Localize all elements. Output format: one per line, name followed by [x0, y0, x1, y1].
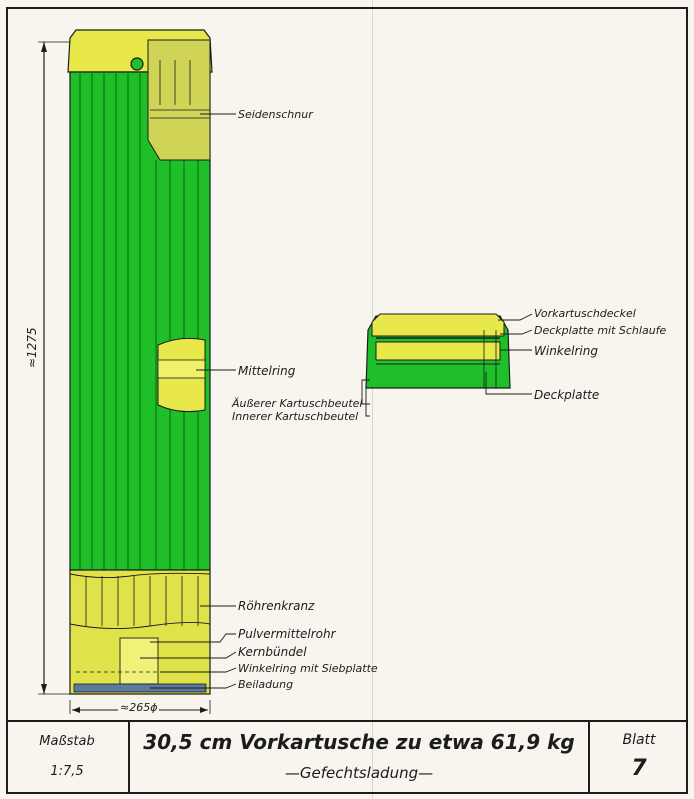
label-pulvermittelrohr: Pulvermittelrohr	[238, 627, 336, 641]
length-dimension-line	[38, 41, 72, 695]
drawing-title: 30,5 cm Vorkartusche zu etwa 61,9 kg	[143, 730, 575, 754]
tube-ring-section	[69, 569, 211, 695]
drawing-frame	[6, 7, 688, 794]
title-cell: 30,5 cm Vorkartusche zu etwa 61,9 kg —Ge…	[130, 722, 590, 794]
scale-cell: Maßstab 1:7,5	[6, 722, 130, 794]
main-leader-lines	[140, 113, 237, 689]
top-cutaway	[147, 39, 211, 161]
label-kernbuendel: Kernbündel	[238, 645, 307, 659]
diameter-dimension-line	[69, 700, 211, 714]
cover-plate	[375, 341, 501, 361]
small-precartridge	[365, 313, 511, 389]
label-deckplatte-schlaufe: Deckplatte mit Schlaufe	[534, 324, 667, 337]
label-aeusserer-kartuschbeutel: Äußerer Kartuschbeutel	[232, 397, 363, 410]
small-leader-lines	[361, 313, 533, 417]
length-dimension-label: ≈1275	[25, 327, 39, 368]
main-cartridge	[67, 29, 213, 695]
label-mittelring: Mittelring	[238, 364, 296, 378]
sheet-cell: Blatt 7	[590, 722, 688, 794]
paper-fold-line	[372, 0, 373, 799]
loop-ring	[130, 57, 144, 71]
label-winkelring-siebplatte: Winkelring mit Siebplatte	[238, 662, 378, 675]
drawing-subtitle: —Gefechtsladung—	[284, 764, 434, 782]
label-roehrenkranz: Röhrenkranz	[238, 599, 315, 613]
diameter-dimension-label: ≈265ϕ	[118, 701, 160, 714]
label-winkelring: Winkelring	[534, 344, 598, 358]
label-seidenschnur: Seidenschnur	[238, 108, 313, 121]
sheet-label: Blatt	[622, 732, 656, 748]
label-deckplatte: Deckplatte	[534, 388, 600, 402]
scale-label: Maßstab	[39, 734, 95, 749]
title-block: Maßstab 1:7,5 30,5 cm Vorkartusche zu et…	[6, 720, 688, 794]
label-beiladung: Beiladung	[238, 678, 294, 691]
label-vorkartuschdeckel: Vorkartuschdeckel	[534, 307, 636, 320]
scale-value: 1:7,5	[50, 764, 84, 779]
label-innerer-kartuschbeutel: Innerer Kartuschbeutel	[232, 410, 359, 423]
core-bundle	[119, 637, 159, 685]
sheet-number: 7	[631, 756, 647, 781]
small-lid	[371, 313, 505, 337]
